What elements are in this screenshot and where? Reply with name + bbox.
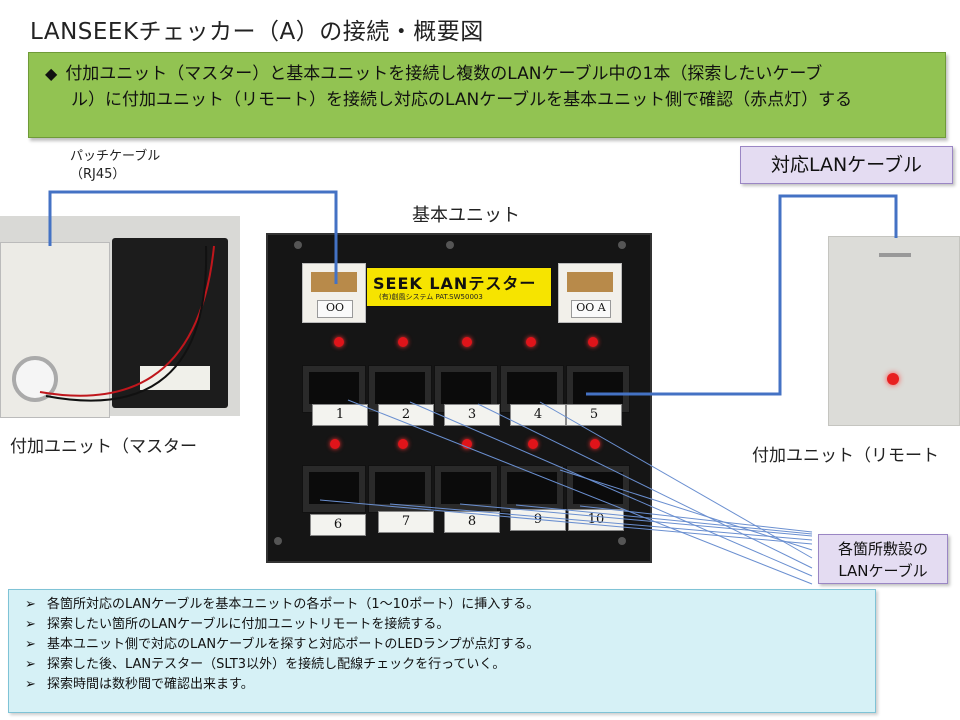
aux-port-label: OO A — [571, 300, 611, 318]
note-item: ➢ 各箇所対応のLANケーブルを基本ユニットの各ポート（1～10ポート）に挿入する… — [25, 595, 875, 615]
master-unit-image — [0, 216, 240, 418]
summary-text-1: 付加ユニット（マスター）と基本ユニットを接続し複数のLANケーブル中の1本（探索… — [65, 64, 823, 84]
led-5 — [588, 337, 598, 347]
jack-inner — [573, 372, 623, 404]
led-6 — [330, 439, 340, 449]
patch-label-line-1: パッチケーブル — [70, 149, 161, 164]
master-port: OO — [302, 263, 366, 323]
remote-cable-line — [586, 194, 898, 396]
master-caption: 付加ユニット（マスター — [10, 437, 197, 457]
battery-wires — [39, 245, 215, 402]
led-2 — [398, 337, 408, 347]
jack-inner — [375, 472, 425, 504]
port-number-8: 8 — [444, 511, 500, 533]
patch-cable-line — [48, 190, 338, 284]
arrow-bullet-icon: ➢ — [25, 657, 36, 672]
led-8 — [462, 439, 472, 449]
jack-inner — [375, 372, 425, 404]
port-opening — [311, 272, 357, 292]
base-unit-panel: OO SEEK LANテスター (有)創風システム PAT.SW50003 OO… — [266, 233, 652, 563]
note-text: 基本ユニット側で対応のLANケーブルを探すと対応ポートのLEDランプが点灯する。 — [47, 637, 540, 652]
notes-box: ➢ 各箇所対応のLANケーブルを基本ユニットの各ポート（1～10ポート）に挿入する… — [8, 589, 876, 713]
note-text: 探索時間は数秒間で確認出来ます。 — [47, 677, 254, 692]
note-item: ➢ 探索した後、LANテスター（SLT3以外）を接続し配線チェックを行っていく。 — [25, 655, 875, 675]
summary-text-2: ル）に付加ユニット（リモート）を接続し対応のLANケーブルを基本ユニット側で確認… — [71, 90, 853, 110]
aux-port: OO A — [558, 263, 622, 323]
patch-cable-label: パッチケーブル （RJ45） — [70, 148, 160, 184]
summary-line-2: ル）に付加ユニット（リモート）を接続し対応のLANケーブルを基本ユニット側で確認… — [45, 87, 933, 113]
remote-caption: 付加ユニット（リモート — [752, 446, 939, 466]
corresponding-cable-label: 対応LANケーブル — [740, 146, 953, 184]
diamond-bullet-icon: ◆ — [45, 64, 58, 83]
screw — [294, 241, 302, 249]
page-title: LANSEEKチェッカー（A）の接続・概要図 — [30, 19, 484, 45]
screw — [274, 537, 282, 545]
field-lan-label-line-1: 各箇所敷設の — [837, 540, 928, 558]
note-item: ➢ 探索時間は数秒間で確認出来ます。 — [25, 675, 875, 695]
arrow-bullet-icon: ➢ — [25, 597, 36, 612]
base-unit-label: 基本ユニット — [412, 205, 520, 226]
port-number-3: 3 — [444, 404, 500, 426]
port-number-1: 1 — [312, 404, 368, 426]
led-10 — [590, 439, 600, 449]
field-cable-lines — [319, 399, 813, 585]
remote-port-slot — [879, 253, 911, 257]
led-1 — [334, 337, 344, 347]
note-item: ➢ 基本ユニット側で対応のLANケーブルを探すと対応ポートのLEDランプが点灯する… — [25, 635, 875, 655]
jack-9 — [500, 465, 564, 513]
field-lan-label-line-2: LANケーブル — [838, 562, 928, 580]
jack-inner — [441, 472, 491, 504]
jack-8 — [434, 465, 498, 513]
remote-led — [887, 373, 899, 385]
arrow-bullet-icon: ➢ — [25, 617, 36, 632]
remote-unit-image — [828, 236, 960, 426]
jack-inner — [507, 372, 557, 404]
led-9 — [528, 439, 538, 449]
port-number-7: 7 — [378, 511, 434, 533]
jack-inner — [441, 372, 491, 404]
port-number-6: 6 — [310, 514, 366, 536]
seek-subtitle: (有)創風システム PAT.SW50003 — [379, 293, 483, 301]
arrow-bullet-icon: ➢ — [25, 677, 36, 692]
master-port-label: OO — [317, 300, 353, 318]
patch-label-line-2: （RJ45） — [70, 167, 126, 182]
led-3 — [462, 337, 472, 347]
summary-line-1: ◆ 付加ユニット（マスター）と基本ユニットを接続し複数のLANケーブル中の1本（探… — [45, 61, 933, 87]
jack-inner — [309, 372, 359, 404]
screw — [446, 241, 454, 249]
port-number-4: 4 — [510, 404, 566, 426]
port-number-5: 5 — [566, 404, 622, 426]
note-text: 探索したい箇所のLANケーブルに付加ユニットリモートを接続する。 — [47, 617, 450, 632]
jack-6 — [302, 465, 366, 513]
arrow-bullet-icon: ➢ — [25, 637, 36, 652]
port-number-2: 2 — [378, 404, 434, 426]
port-opening — [567, 272, 613, 292]
note-item: ➢ 探索したい箇所のLANケーブルに付加ユニットリモートを接続する。 — [25, 615, 875, 635]
led-7 — [398, 439, 408, 449]
note-text: 各箇所対応のLANケーブルを基本ユニットの各ポート（1～10ポート）に挿入する。 — [47, 597, 540, 612]
seek-lan-tester-label: SEEK LANテスター (有)創風システム PAT.SW50003 — [366, 267, 552, 307]
note-text: 探索した後、LANテスター（SLT3以外）を接続し配線チェックを行っていく。 — [47, 657, 506, 672]
jack-inner — [507, 472, 557, 504]
led-4 — [526, 337, 536, 347]
screw — [618, 537, 626, 545]
field-lan-cable-label: 各箇所敷設の LANケーブル — [818, 534, 948, 584]
screw — [618, 241, 626, 249]
summary-box: ◆ 付加ユニット（マスター）と基本ユニットを接続し複数のLANケーブル中の1本（探… — [28, 52, 946, 138]
seek-title: SEEK LANテスター — [373, 274, 537, 293]
jack-inner — [309, 472, 359, 504]
